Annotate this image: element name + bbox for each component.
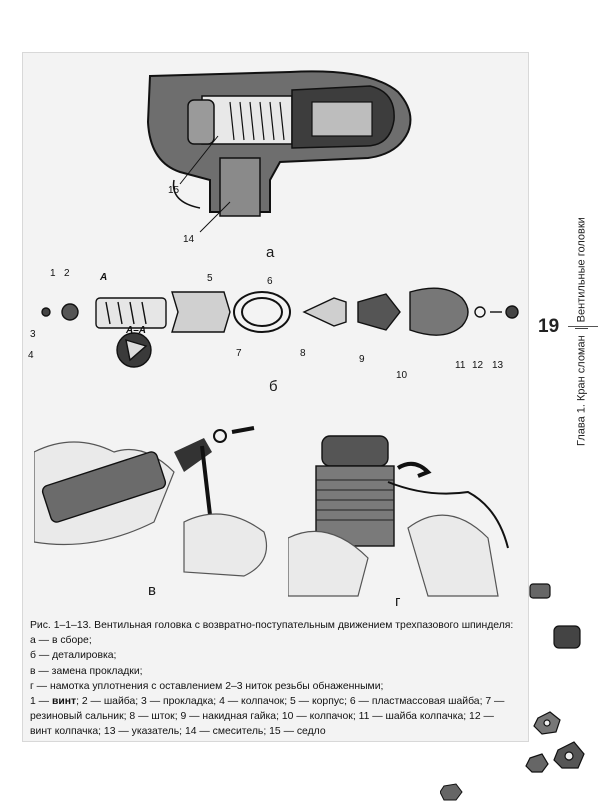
legend-item: 2 — шайба; bbox=[81, 696, 142, 708]
page-number: 19 bbox=[538, 316, 560, 337]
callout-6: 6 bbox=[267, 276, 273, 287]
legend-item-number: 2 — bbox=[81, 696, 104, 708]
caption-item-b: б — деталировка; bbox=[30, 650, 117, 662]
legend-item-text: шайба bbox=[103, 696, 136, 708]
callout-9: 9 bbox=[359, 354, 365, 365]
callout-5: 5 bbox=[207, 273, 213, 284]
callout-8: 8 bbox=[300, 348, 306, 359]
legend-item-text: указатель bbox=[131, 726, 180, 738]
page-number-rule bbox=[568, 326, 598, 327]
callout-2: 2 bbox=[64, 268, 70, 279]
legend-item-number: 15 — bbox=[269, 726, 297, 738]
callout-3: 3 bbox=[30, 329, 36, 340]
figure-v-gasket-replacement bbox=[34, 426, 268, 577]
legend-item: 5 — корпус; bbox=[290, 696, 350, 708]
callout-12: 12 bbox=[472, 360, 484, 371]
legend-item: 8 — шток; bbox=[129, 711, 181, 723]
caption-item-g: г — намотка уплотнения с оставлением 2–3… bbox=[30, 680, 384, 692]
legend-item-text: корпус bbox=[311, 696, 345, 708]
legend-item-number: 3 — bbox=[141, 696, 163, 708]
legend-item: 3 — прокладка; bbox=[141, 696, 220, 708]
legend-item-number: 1 — bbox=[30, 696, 52, 708]
legend-item-text: колпачок bbox=[241, 696, 285, 708]
figure-a-assembled-head bbox=[146, 70, 412, 233]
legend-item: 4 — колпачок; bbox=[219, 696, 291, 708]
caption-item-v: в — замена прокладки; bbox=[30, 665, 143, 677]
legend-item-text: винт bbox=[51, 696, 77, 708]
callout-7: 7 bbox=[236, 348, 242, 359]
legend-item-number: 9 — bbox=[180, 711, 203, 723]
legend-item: 10 — колпачок; bbox=[281, 711, 359, 723]
legend-item: 12 — винт колпачка; bbox=[30, 711, 494, 738]
panel-v-label: в bbox=[148, 582, 156, 599]
legend-item-number: 11 — bbox=[358, 711, 386, 723]
legend-item-number: 14 — bbox=[184, 726, 213, 738]
legend-item-text: шайба колпачка bbox=[385, 711, 464, 723]
legend-item-number: 10 — bbox=[281, 711, 310, 723]
legend-item: 6 — пластмассовая шайба; bbox=[349, 696, 486, 708]
legend-item: 11 — шайба колпачка; bbox=[358, 711, 470, 723]
running-head-section: Вентильные головки bbox=[575, 217, 588, 323]
legend-item-text: смеситель bbox=[212, 726, 264, 738]
legend-item-text: седло bbox=[296, 726, 326, 738]
legend-item: 14 — смеситель; bbox=[184, 726, 270, 738]
caption-legend: 1 — винт; 2 — шайба; 3 — прокладка; 4 — … bbox=[30, 694, 518, 740]
figure-b-exploded-parts bbox=[41, 287, 519, 368]
panel-a-label: а bbox=[266, 244, 275, 261]
caption-title: Рис. 1–1–13. Вентильная головка с возвра… bbox=[30, 620, 514, 631]
legend-item-number: 7 — bbox=[485, 696, 505, 708]
figure-g-thread-winding bbox=[288, 435, 509, 597]
callout-1: 1 bbox=[50, 268, 56, 279]
running-head-divider bbox=[575, 328, 588, 330]
section-mark-a: А bbox=[100, 272, 108, 283]
running-head: Глава 1. Кран сломан Вентильные головки bbox=[575, 217, 588, 446]
legend-item: 15 — седло bbox=[269, 726, 326, 737]
legend-item-text: прокладка bbox=[162, 696, 214, 708]
section-label: А–А bbox=[126, 325, 147, 336]
legend-item-text: винт колпачка bbox=[30, 726, 99, 738]
legend-item: 13 — указатель; bbox=[103, 726, 185, 738]
callout-13: 13 bbox=[492, 360, 504, 371]
decorative-nuts-image bbox=[525, 583, 585, 773]
legend-item-number: 5 — bbox=[290, 696, 312, 708]
legend-item-number: 4 — bbox=[219, 696, 242, 708]
caption-item-a: а — в сборе; bbox=[30, 635, 92, 647]
figure-caption: Рис. 1–1–13. Вентильная головка с возвра… bbox=[30, 618, 518, 740]
legend-item: 7 — резиновый сальник; bbox=[30, 696, 505, 723]
legend-item-number: 6 — bbox=[349, 696, 372, 708]
legend-item: 1 — винт; bbox=[30, 696, 82, 708]
running-head-chapter: Глава 1. Кран сломан bbox=[575, 335, 588, 446]
legend-item-number: 8 — bbox=[129, 711, 152, 723]
legend-item-text: колпачок bbox=[309, 711, 353, 723]
legend-item-text: шток bbox=[151, 711, 175, 723]
legend-item-number: 12 — bbox=[469, 711, 494, 723]
decorative-nut-bottom-image bbox=[440, 783, 463, 801]
legend-item-text: резиновый сальник bbox=[30, 711, 124, 723]
callout-10: 10 bbox=[396, 370, 408, 381]
panel-g-label: г bbox=[395, 593, 401, 610]
callout-14: 14 bbox=[183, 234, 195, 245]
callout-15: 15 bbox=[168, 185, 180, 196]
callout-4: 4 bbox=[28, 350, 34, 361]
legend-item: 9 — накидная гайка; bbox=[180, 711, 282, 723]
legend-item-number: 13 — bbox=[103, 726, 132, 738]
legend-item-text: накидная гайка bbox=[202, 711, 277, 723]
legend-item-text: пластмассовая шайба bbox=[371, 696, 480, 708]
callout-11: 11 bbox=[455, 360, 466, 371]
panel-b-label: б bbox=[269, 378, 278, 395]
